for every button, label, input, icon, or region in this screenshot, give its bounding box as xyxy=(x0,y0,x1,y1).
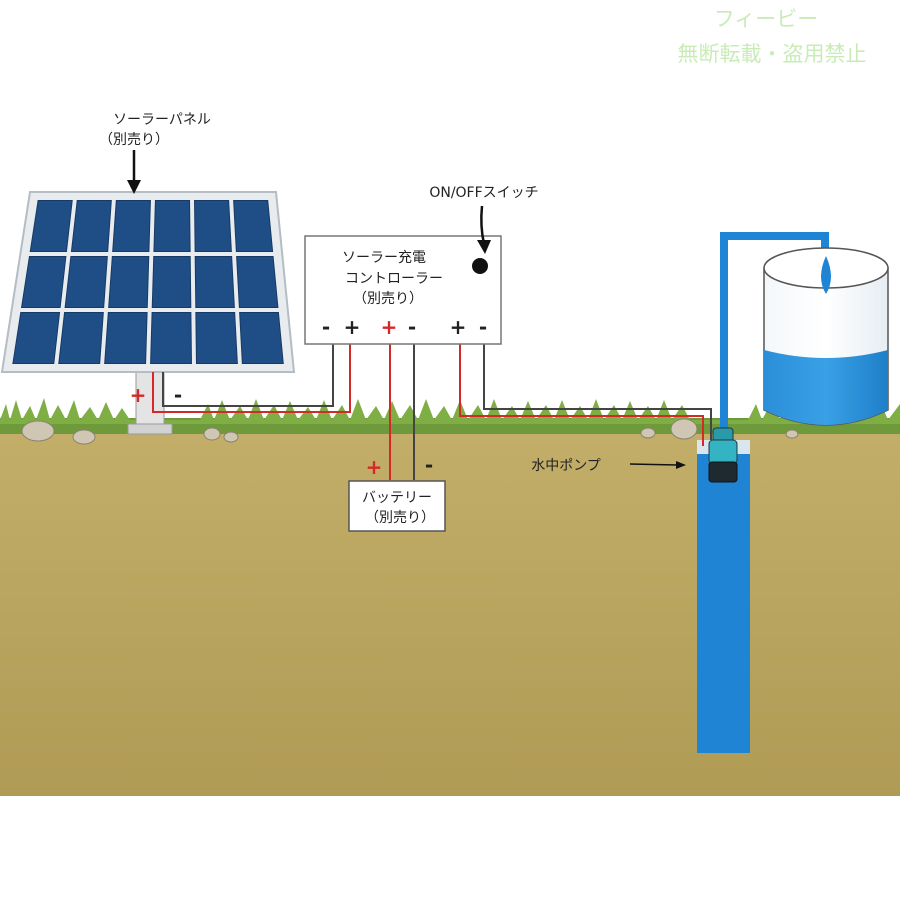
panel-plus-sign: + xyxy=(130,383,147,407)
battery-box xyxy=(348,480,446,532)
pump-label: 水中ポンプ xyxy=(531,458,601,474)
charge-controller-box xyxy=(304,235,502,345)
battery-note: （別売り） xyxy=(365,510,435,526)
controller-title-line1: ソーラー充電 xyxy=(342,250,426,266)
panel-cell xyxy=(12,312,61,364)
panel-cell xyxy=(58,312,104,364)
switch-label: ON/OFFスイッチ xyxy=(429,185,538,201)
panel-cell xyxy=(20,256,67,308)
panel-cell xyxy=(153,200,191,252)
panel-cell xyxy=(236,256,279,308)
panel-minus-sign: - xyxy=(174,383,182,407)
wiring xyxy=(152,344,712,480)
controller-note: （別売り） xyxy=(353,291,423,307)
switch-arrow-icon xyxy=(477,205,491,254)
controller-terminal-6: - xyxy=(479,315,487,339)
controller-terminal-3: + xyxy=(381,315,398,339)
panel-cell xyxy=(104,312,148,364)
panel-cell xyxy=(29,200,73,252)
panel-stand xyxy=(127,371,173,435)
panel-cell xyxy=(239,312,284,364)
controller-terminal-4: - xyxy=(408,315,416,339)
panel-arrow-icon xyxy=(127,150,141,194)
panel-cell xyxy=(151,256,192,308)
ground xyxy=(0,432,900,796)
panel-cells xyxy=(12,200,284,364)
panel-cell xyxy=(194,256,235,308)
solar-panel xyxy=(0,191,296,373)
panel-cell xyxy=(70,200,112,252)
battery-minus-sign: - xyxy=(425,453,433,477)
pump-arrow-icon xyxy=(629,461,686,469)
battery-plus-sign: + xyxy=(366,455,383,479)
rocks xyxy=(21,418,799,445)
panel-cell xyxy=(150,312,192,364)
battery-label: バッテリー xyxy=(362,490,432,506)
panel-cell xyxy=(108,256,150,308)
panel-cell xyxy=(233,200,274,252)
controller-terminal-2: + xyxy=(344,315,361,339)
panel-cell xyxy=(194,200,232,252)
panel-cell xyxy=(64,256,108,308)
water-tank xyxy=(763,247,889,426)
controller-terminal-5: + xyxy=(450,315,467,339)
watermark-line1: フィービー xyxy=(714,7,819,31)
panel-cell xyxy=(195,312,238,364)
on-off-switch-button[interactable] xyxy=(472,258,488,274)
panel-label: ソーラーパネル xyxy=(113,112,211,128)
water-drop-icon xyxy=(821,256,831,294)
controller-terminal-1: - xyxy=(322,315,330,339)
panel-cell xyxy=(112,200,151,252)
controller-title-line2: コントローラー xyxy=(345,271,443,287)
panel-note: （別売り） xyxy=(99,132,169,148)
watermark-line2: 無断転載・盗用禁止 xyxy=(678,42,867,66)
delivery-pipe xyxy=(720,232,829,440)
well-shaft xyxy=(697,440,750,753)
pump-icon xyxy=(708,427,738,483)
